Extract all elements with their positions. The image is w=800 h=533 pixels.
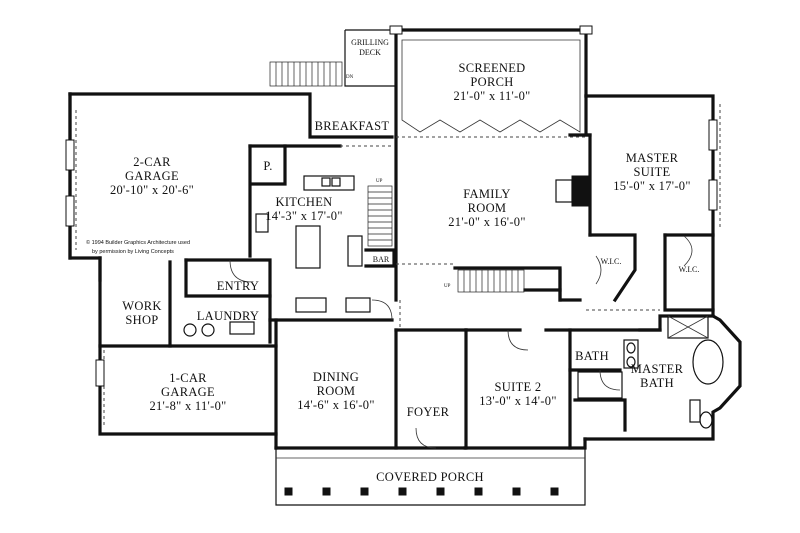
workshop-label-1: WORK: [122, 299, 161, 313]
hearth: [555, 179, 573, 203]
stairs-family: [457, 269, 525, 293]
garage1-label-1: 1-CAR: [169, 371, 207, 385]
dining-room-label-2: ROOM: [317, 384, 356, 398]
stairs-deck: [269, 61, 343, 87]
bath-fixtures: [577, 315, 724, 429]
fireplace: [571, 175, 589, 207]
dn-mark: DN: [346, 75, 354, 80]
kitchen-fixtures: [183, 175, 371, 337]
bath-label: BATH: [575, 349, 609, 363]
wic1-label: W.I.C.: [601, 257, 622, 266]
screened-porch-size: 21'-0" x 11'-0": [453, 89, 530, 103]
grilling-deck-label-1: GRILLING: [351, 38, 389, 47]
foyer-label: FOYER: [407, 405, 450, 419]
family-room-label-1: FAMILY: [463, 187, 511, 201]
suite2-size: 13'-0" x 14'-0": [479, 394, 557, 408]
kitchen-label: KITCHEN: [276, 195, 333, 209]
dashed-openings: [75, 104, 721, 428]
garage2-size: 20'-10" x 20'-6": [110, 183, 194, 197]
workshop-label-2: SHOP: [125, 313, 158, 327]
family-room-label-2: ROOM: [468, 201, 507, 215]
garage1-size: 21'-8" x 11'-0": [149, 399, 226, 413]
kitchen-size: 14'-3" x 17'-0": [265, 209, 343, 223]
family-room-size: 21'-0" x 16'-0": [448, 215, 526, 229]
pantry-label: P.: [263, 159, 272, 173]
wic2-label: W.I.C.: [679, 265, 700, 274]
covered-porch-label: COVERED PORCH: [376, 470, 484, 484]
laundry-label: LAUNDRY: [197, 309, 260, 323]
screened-porch-label-2: PORCH: [470, 75, 513, 89]
windows: [65, 25, 718, 387]
door-swings: [229, 235, 693, 449]
suite2-label: SUITE 2: [495, 380, 542, 394]
master-suite-label-2: SUITE: [634, 165, 671, 179]
grilling-deck-label-2: DECK: [359, 48, 381, 57]
master-suite-size: 15'-0" x 17'-0": [613, 179, 691, 193]
master-bath-label-2: BATH: [640, 376, 674, 390]
interior-walls: [98, 94, 715, 450]
screened-porch-mesh: [401, 39, 581, 133]
stairs-main: [367, 185, 393, 247]
entry-label: ENTRY: [217, 279, 259, 293]
covered-porch: [275, 448, 586, 506]
master-bath-label-1: MASTER: [631, 362, 684, 376]
garage2-label-1: 2-CAR: [133, 155, 171, 169]
master-suite-label-1: MASTER: [626, 151, 679, 165]
breakfast-label: BREAKFAST: [315, 119, 390, 133]
dining-room-label-1: DINING: [313, 370, 359, 384]
room-labels: GRILLING DECK SCREENED PORCH 21'-0" x 11…: [86, 38, 699, 484]
up-mark-1: UP: [376, 179, 383, 184]
screened-porch-label-1: SCREENED: [459, 61, 526, 75]
up-mark-2: UP: [444, 284, 451, 289]
garage2-label-2: GARAGE: [125, 169, 179, 183]
garage1-label-2: GARAGE: [161, 385, 215, 399]
copyright-line-2: by permission by Living Concepts: [92, 249, 174, 255]
bar-label: BAR: [373, 255, 390, 264]
dining-room-size: 14'-6" x 16'-0": [297, 398, 375, 412]
copyright-line-1: © 1994 Builder Graphics Architecture use…: [86, 239, 190, 246]
